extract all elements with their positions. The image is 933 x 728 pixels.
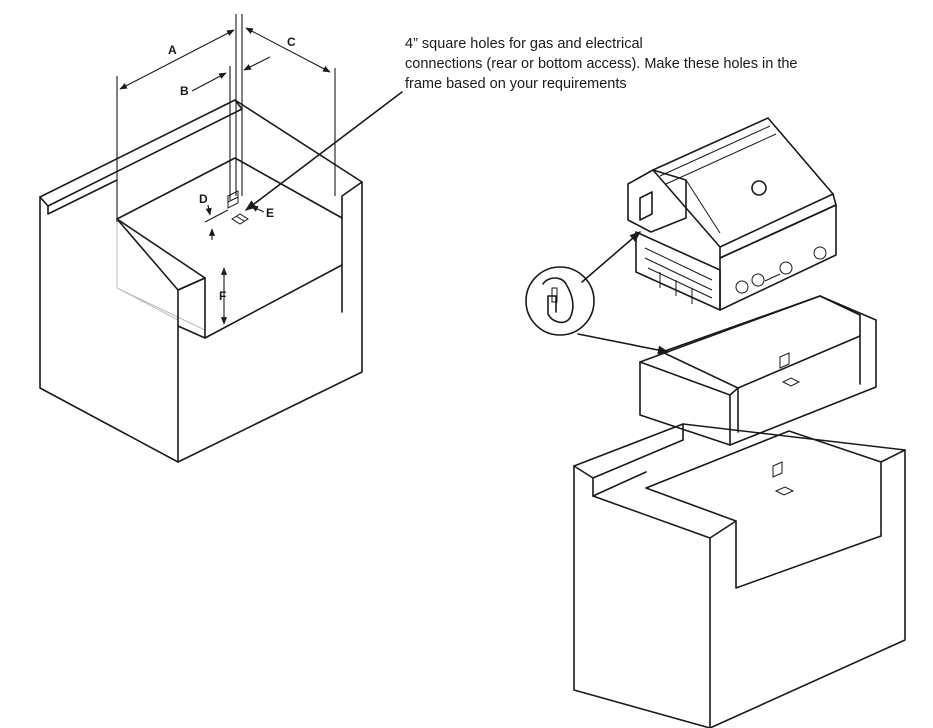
island-hole-floor [774, 486, 795, 496]
left-end-cap [627, 169, 687, 233]
detail-bracket [551, 287, 558, 303]
jacket-hole-floor [781, 377, 801, 387]
hood-thermometer [751, 180, 767, 196]
detail-leader-top [581, 231, 641, 283]
jacket-rim [639, 295, 861, 446]
dim-d-arrow-top [205, 204, 212, 216]
dim-b-label: B [180, 84, 189, 98]
rear-ledge [39, 99, 243, 215]
insulated-jacket [639, 295, 877, 446]
dim-a-line [119, 29, 235, 90]
dim-c-label: C [287, 35, 296, 49]
utility-hole-rear [227, 190, 239, 209]
dim-e-label: E [266, 206, 274, 220]
ignition-bar [764, 273, 781, 282]
callout-leader [245, 91, 403, 211]
jacket-front-lip [661, 335, 861, 389]
knob-1 [735, 280, 749, 294]
detail-bubble [525, 231, 670, 355]
hood-ridges [659, 125, 777, 234]
grill-firebox [635, 231, 721, 311]
callout-line-1: 4” square holes for gas and electrical [405, 36, 643, 52]
detail-circle [525, 266, 595, 336]
knob-4 [813, 246, 827, 260]
island-cutout [592, 430, 882, 728]
detail-flange [542, 277, 574, 324]
grill-cutout [116, 157, 343, 463]
knob-3 [779, 261, 793, 275]
dim-c-inner-arrow [243, 56, 271, 71]
hood-front [719, 193, 837, 259]
dim-a-label: A [168, 43, 177, 57]
firebox-grates [644, 247, 713, 304]
dim-d-label: D [199, 192, 208, 206]
dim-f-label: F [219, 289, 226, 303]
dim-d-ref [204, 209, 229, 223]
utility-hole-floor [231, 213, 249, 225]
dim-e-arrow [250, 205, 265, 213]
callout-line-2: connections (rear or bottom access). Mak… [405, 56, 798, 72]
island-right-wall [880, 449, 906, 537]
right-wall-top [341, 181, 363, 313]
dim-b-line [191, 72, 227, 92]
island-outline [573, 423, 906, 728]
masonry-island [573, 423, 906, 728]
jacket-hole-rear [779, 352, 790, 369]
grill-hood [652, 117, 834, 248]
knob-2 [751, 273, 765, 287]
callout-note: 4” square holes for gas and electrical c… [405, 34, 845, 94]
enclosure-outline [39, 99, 363, 463]
dim-c-line [245, 27, 331, 73]
front-wall-top [177, 277, 206, 291]
hidden-edges [116, 222, 206, 331]
island-hole-rear [772, 461, 783, 478]
callout-line-3: frame based on your requirements [405, 76, 627, 92]
detail-leader-bottom [577, 333, 670, 355]
island-enclosure: A B C D E F [39, 14, 403, 463]
grill-head [627, 117, 837, 311]
control-panel [719, 204, 837, 311]
